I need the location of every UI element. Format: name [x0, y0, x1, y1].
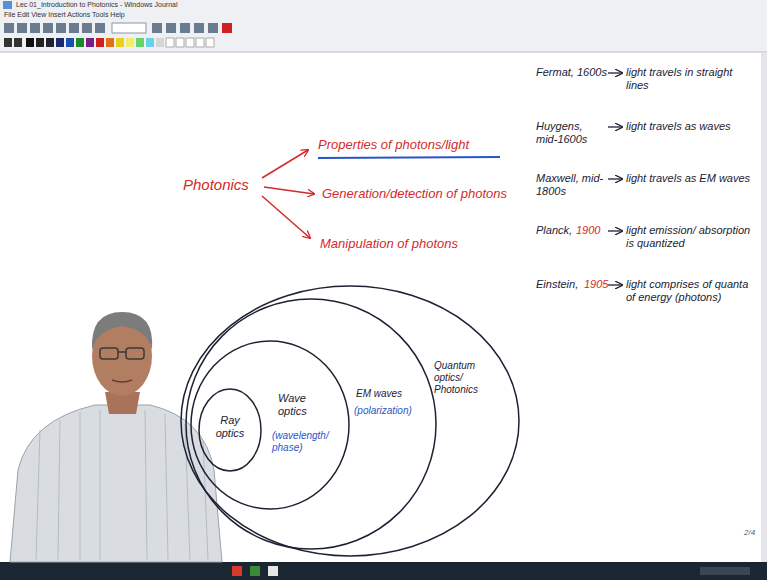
handwritten-note: Fermat, 1600s — [536, 66, 608, 79]
region-name: EM waves — [356, 388, 430, 400]
color-palette — [4, 38, 214, 47]
handwritten-note: light emission/ absorption is quantized — [626, 224, 758, 250]
nested-region: EM waves (polarization) Wave optics (wavele… — [185, 298, 437, 550]
taskbar-icon — [250, 566, 260, 576]
handwritten-note: Huygens, mid-1600s — [536, 120, 606, 146]
handwritten-note: Manipulation of photons — [320, 236, 520, 252]
timeline-arrow — [608, 126, 622, 127]
handwritten-note: Maxwell, mid-1800s — [536, 172, 606, 198]
glasses — [100, 348, 144, 359]
region-ellipse — [191, 341, 349, 509]
region-note: (wavelength/ phase) — [272, 430, 342, 454]
handwritten-note: Properties of photons/light — [318, 137, 518, 153]
page-number: 2/4 — [744, 528, 760, 538]
window-text: Lec 01_Introduction to Photonics - Windo… — [16, 1, 316, 9]
handwritten-note: Photonics — [183, 176, 263, 194]
window-text: File Edit View Insert Actions Tools Help — [4, 11, 304, 19]
mouth — [112, 380, 132, 382]
region-ellipse — [186, 299, 436, 549]
handwritten-note: light comprises of quanta of energy (pho… — [626, 278, 758, 304]
region-note: (polarization) — [354, 405, 430, 417]
region-name: Quantum optics/ Photonics — [434, 360, 490, 396]
region-name: Ray optics — [205, 414, 255, 440]
toolbar-border — [0, 52, 767, 53]
hair — [92, 312, 152, 350]
taskbar-clock — [700, 567, 750, 575]
toolbar-icons — [4, 23, 232, 33]
underline — [318, 157, 500, 158]
handwritten-note: 1900 — [576, 224, 606, 237]
timeline-arrow — [608, 284, 622, 285]
timeline-arrow — [608, 72, 622, 73]
nested-region: Ray optics — [198, 388, 262, 472]
taskbar — [0, 562, 767, 580]
region-ellipse — [181, 286, 519, 556]
shirt — [10, 405, 222, 562]
branch-arrow — [262, 196, 310, 238]
toolbar-ground — [0, 0, 767, 52]
handwritten-note: light travels in straight lines — [626, 66, 758, 92]
timeline-arrow — [608, 230, 622, 231]
branch-arrow — [264, 187, 314, 194]
handwritten-note: Planck, — [536, 224, 576, 237]
handwritten-note: 1905 — [584, 278, 608, 291]
scrollbar — [761, 53, 767, 562]
branch-arrow — [262, 150, 308, 178]
nested-region: Quantum optics/ Photonics EM waves (polari… — [180, 285, 520, 557]
app-icon — [3, 1, 12, 9]
taskbar-icon — [232, 566, 242, 576]
region-name: Wave optics — [278, 392, 328, 418]
handwritten-note: Einstein, — [536, 278, 584, 291]
nested-region: Wave optics (wavelength/ phase) Ray optics — [190, 340, 350, 510]
region-outline — [190, 340, 350, 510]
handwritten-note: light travels as waves — [626, 120, 758, 133]
region-ellipse — [199, 389, 261, 471]
timeline-arrow — [608, 178, 622, 179]
handwritten-note: Generation/detection of photons — [322, 186, 542, 202]
taskbar-icon — [268, 566, 278, 576]
handwritten-note: light travels as EM waves — [626, 172, 758, 185]
